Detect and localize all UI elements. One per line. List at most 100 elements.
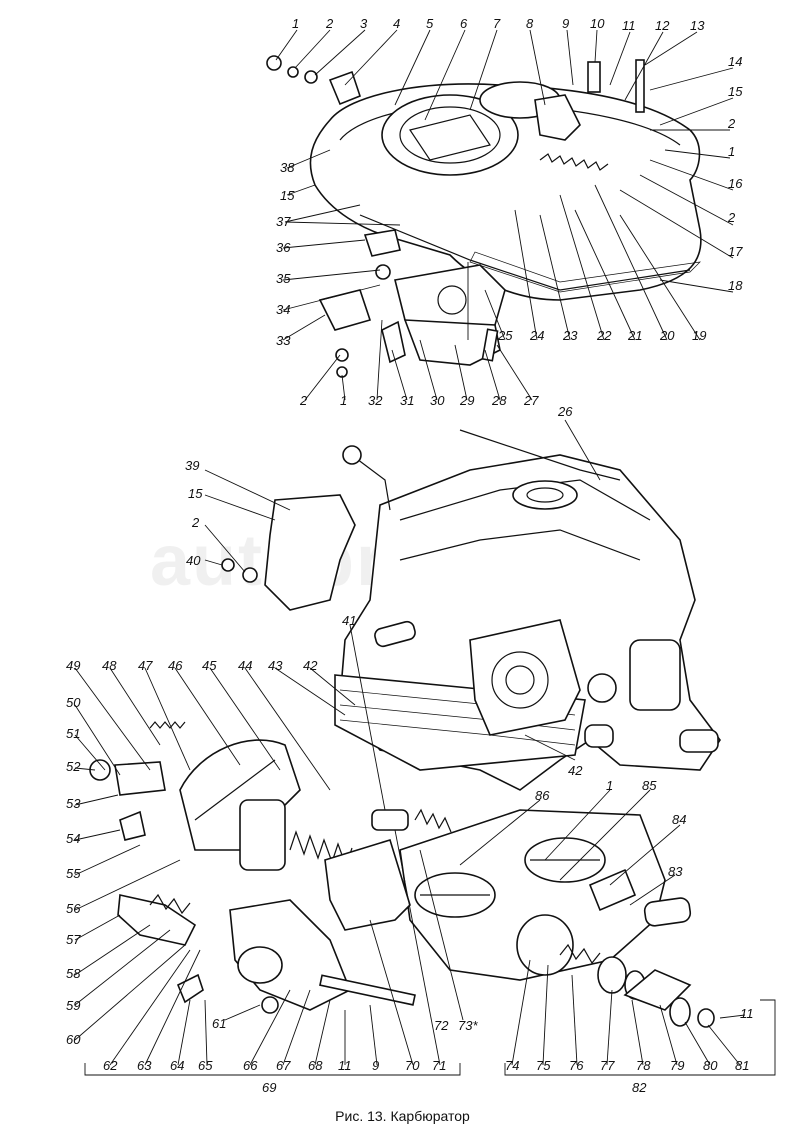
callout-2b: 2 (727, 116, 736, 131)
callout-11c: 11 (740, 1006, 754, 1021)
callout-17: 17 (728, 244, 743, 259)
callout-5: 5 (426, 16, 434, 31)
callout-21: 21 (627, 328, 642, 343)
callout-54: 54 (66, 831, 80, 846)
callout-52: 52 (66, 759, 81, 774)
callout-42b: 42 (568, 763, 583, 778)
carburetor-cover-drawing (266, 55, 702, 378)
callout-31: 31 (400, 393, 414, 408)
callout-1: 1 (292, 16, 299, 31)
callout-38: 38 (280, 160, 295, 175)
callout-59: 59 (66, 998, 80, 1013)
callout-40: 40 (186, 553, 201, 568)
callout-81: 81 (735, 1058, 749, 1073)
callout-73: 73* (458, 1018, 478, 1033)
callout-36: 36 (276, 240, 291, 255)
callout-71: 71 (432, 1058, 446, 1073)
throttle-body-drawing (89, 721, 715, 1028)
callout-1c: 1 (340, 393, 347, 408)
callout-1d: 1 (606, 778, 613, 793)
callout-76: 76 (569, 1058, 584, 1073)
carburetor-body-drawing (221, 429, 721, 791)
callout-11: 11 (622, 18, 636, 33)
callout-39: 39 (185, 458, 199, 473)
callout-55: 55 (66, 866, 81, 881)
callout-75: 75 (536, 1058, 551, 1073)
callout-56: 56 (66, 901, 81, 916)
callout-7: 7 (493, 16, 501, 31)
callout-leaders (74, 29, 776, 1076)
callout-labels: 1 2 3 4 5 6 7 8 9 10 11 12 13 14 15 2 1 … (66, 16, 754, 1095)
callout-43: 43 (268, 658, 283, 673)
callout-72: 72 (434, 1018, 449, 1033)
callout-50: 50 (66, 695, 81, 710)
callout-67: 67 (276, 1058, 291, 1073)
callout-6: 6 (460, 16, 468, 31)
callout-44: 44 (238, 658, 252, 673)
callout-82: 82 (632, 1080, 647, 1095)
callout-69: 69 (262, 1080, 276, 1095)
callout-23: 23 (562, 328, 578, 343)
callout-8: 8 (526, 16, 534, 31)
callout-64: 64 (170, 1058, 184, 1073)
callout-48: 48 (102, 658, 117, 673)
callout-57: 57 (66, 932, 81, 947)
callout-62: 62 (103, 1058, 118, 1073)
callout-15c: 15 (188, 486, 203, 501)
callout-68: 68 (308, 1058, 323, 1073)
callout-83: 83 (668, 864, 683, 879)
callout-86: 86 (535, 788, 550, 803)
callout-14: 14 (728, 54, 742, 69)
callout-20: 20 (659, 328, 675, 343)
callout-35: 35 (276, 271, 291, 286)
callout-15b: 15 (280, 188, 295, 203)
callout-80: 80 (703, 1058, 718, 1073)
callout-74: 74 (505, 1058, 519, 1073)
callout-3: 3 (360, 16, 368, 31)
callout-28: 28 (491, 393, 507, 408)
callout-49: 49 (66, 658, 80, 673)
callout-45: 45 (202, 658, 217, 673)
callout-51: 51 (66, 726, 80, 741)
callout-42: 42 (303, 658, 318, 673)
callout-2: 2 (325, 16, 334, 31)
callout-25: 25 (497, 328, 513, 343)
callout-58: 58 (66, 966, 81, 981)
callout-47: 47 (138, 658, 153, 673)
callout-16: 16 (728, 176, 743, 191)
callout-2c: 2 (727, 210, 736, 225)
callout-22: 22 (596, 328, 612, 343)
callout-61: 61 (212, 1016, 226, 1031)
callout-18: 18 (728, 278, 743, 293)
callout-84: 84 (672, 812, 686, 827)
callout-53: 53 (66, 796, 81, 811)
callout-41: 41 (342, 613, 356, 628)
callout-32: 32 (368, 393, 383, 408)
callout-24: 24 (529, 328, 544, 343)
callout-60: 60 (66, 1032, 81, 1047)
callout-1b: 1 (728, 144, 735, 159)
callout-26: 26 (557, 404, 573, 419)
callout-65: 65 (198, 1058, 213, 1073)
callout-2d: 2 (299, 393, 308, 408)
figure-caption: Рис. 13. Карбюратор (335, 1108, 470, 1124)
callout-19: 19 (692, 328, 706, 343)
callout-12: 12 (655, 18, 670, 33)
callout-70: 70 (405, 1058, 420, 1073)
callout-2e: 2 (191, 515, 200, 530)
callout-63: 63 (137, 1058, 152, 1073)
callout-4: 4 (393, 16, 400, 31)
callout-79: 79 (670, 1058, 684, 1073)
callout-13: 13 (690, 18, 705, 33)
callout-29: 29 (459, 393, 474, 408)
callout-9b: 9 (372, 1058, 379, 1073)
callout-10: 10 (590, 16, 605, 31)
callout-33: 33 (276, 333, 291, 348)
callout-34: 34 (276, 302, 290, 317)
callout-85: 85 (642, 778, 657, 793)
callout-66: 66 (243, 1058, 258, 1073)
callout-27: 27 (523, 393, 539, 408)
callout-30: 30 (430, 393, 445, 408)
callout-37: 37 (276, 214, 291, 229)
